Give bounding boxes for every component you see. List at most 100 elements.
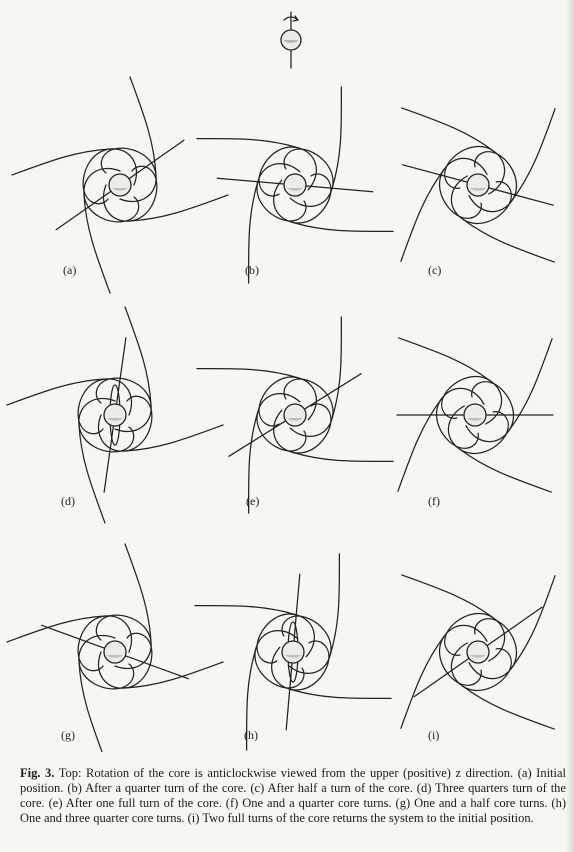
panel-c (400, 107, 556, 263)
field-loop (100, 147, 157, 203)
field-arm (461, 218, 555, 263)
field-arm (289, 688, 392, 700)
field-loop (258, 146, 317, 197)
panel-label-b: (b) (245, 263, 259, 277)
field-loop (256, 613, 315, 664)
caption-text: Top: Rotation of the core is anticlockwi… (20, 766, 567, 825)
field-loop (256, 163, 307, 222)
field-loop (95, 377, 152, 433)
panel-f (396, 337, 554, 493)
core-sphere (283, 403, 307, 427)
field-arm (196, 367, 299, 379)
panel-h (194, 553, 392, 751)
core-sphere (466, 173, 490, 197)
field-loop (273, 403, 332, 454)
panel-label-i: (i) (428, 728, 440, 742)
core-shading (112, 188, 128, 191)
field-arm (400, 168, 445, 262)
field-arm (458, 448, 552, 493)
panel-label-a: (a) (63, 263, 77, 277)
core-shading (467, 418, 483, 421)
field-loop (468, 151, 518, 213)
field-loop (78, 634, 135, 690)
core-shading (107, 418, 123, 421)
core-shading (470, 655, 486, 658)
figure-drawing (6, 11, 556, 752)
field-loop (444, 145, 506, 195)
field-arm (329, 553, 341, 656)
field-arm (124, 306, 152, 406)
field-arm (511, 575, 556, 669)
field-arm (400, 635, 445, 729)
field-loop (273, 173, 332, 224)
core-shading (285, 655, 301, 658)
figure-caption: Fig. 3. Top: Rotation of the core is ant… (20, 766, 566, 826)
field-loop (83, 167, 140, 223)
panel-b (196, 86, 394, 284)
field-arm (124, 661, 224, 689)
field-loop (97, 395, 153, 452)
field-arm (247, 411, 259, 514)
field-loop (78, 397, 135, 453)
panel-label-h: (h) (244, 728, 258, 742)
panel-i (400, 574, 556, 730)
field-loop (82, 148, 138, 205)
field-loop (441, 375, 503, 425)
field-loop (97, 632, 153, 689)
page-edge-shadow (566, 0, 574, 852)
field-loop (77, 615, 133, 672)
core-sphere (463, 403, 487, 427)
field-loop (468, 618, 518, 680)
rotating-core-icon (280, 11, 302, 69)
field-arm (196, 137, 299, 149)
field-arm (124, 543, 152, 643)
field-loop (271, 640, 330, 691)
field-arm (291, 221, 394, 233)
field-loop (102, 165, 158, 222)
field-loop (438, 157, 488, 219)
core-sphere (103, 640, 127, 664)
panel-d (6, 306, 224, 524)
field-loop (95, 614, 152, 670)
field-arm (124, 424, 224, 452)
field-loop (254, 630, 305, 689)
field-loop (77, 378, 133, 435)
field-loop (435, 387, 485, 449)
core-shading (107, 655, 123, 658)
field-loop (258, 376, 317, 427)
field-arm (129, 76, 157, 176)
core-shading (287, 418, 303, 421)
core-sphere (281, 640, 305, 664)
field-arm (511, 108, 556, 202)
field-arm (397, 398, 442, 492)
field-arm (78, 424, 106, 524)
field-loop (444, 612, 506, 662)
panel-label-g: (g) (61, 728, 75, 742)
panel-e (196, 316, 394, 514)
field-arm (83, 194, 111, 294)
core-sphere (283, 173, 307, 197)
field-arm (247, 181, 259, 284)
field-arm (194, 604, 297, 616)
panel-label-f: (f) (428, 494, 440, 508)
figure: (a) (b) (c) (d) (e) (f) (g) (h) (i) (6, 11, 556, 752)
field-arm (331, 86, 343, 189)
core-sphere (108, 173, 132, 197)
field-loop (256, 393, 307, 452)
field-loop (281, 615, 332, 674)
panel-label-e: (e) (246, 494, 260, 508)
field-arm (508, 338, 553, 432)
panel-g (6, 543, 224, 752)
field-loop (438, 624, 488, 686)
field-arm (291, 451, 394, 463)
field-arm (6, 615, 106, 643)
field-loop (450, 642, 512, 692)
field-loop (447, 405, 509, 455)
panel-label-c: (c) (428, 263, 442, 277)
core-shading (287, 188, 303, 191)
field-arm (6, 378, 106, 406)
field-loop (283, 148, 334, 207)
field-loop (450, 175, 512, 225)
field-arm (398, 337, 492, 382)
field-arm (11, 148, 111, 176)
